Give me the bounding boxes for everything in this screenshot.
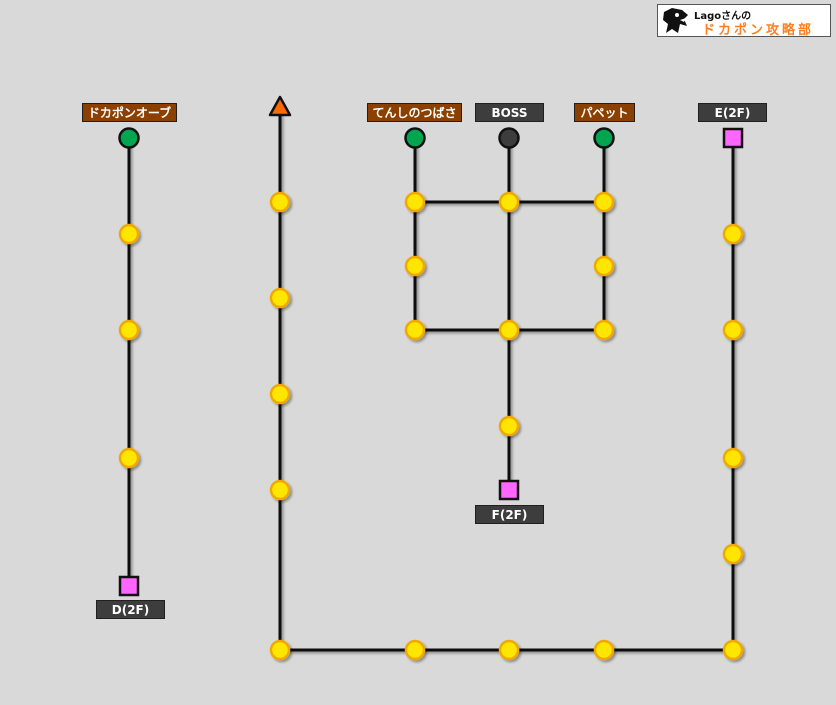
normal-space[interactable] — [593, 191, 615, 213]
label-warp-e: E(2F) — [698, 103, 767, 122]
normal-space[interactable] — [593, 255, 615, 277]
normal-space[interactable] — [722, 543, 744, 565]
normal-space[interactable] — [118, 319, 140, 341]
item-space-puppet[interactable] — [593, 127, 615, 149]
normal-space[interactable] — [404, 191, 426, 213]
warp-spaces — [118, 127, 744, 597]
label-puppet: パペット — [574, 103, 635, 122]
item-space-tenshi-no-tsubasa[interactable] — [404, 127, 426, 149]
logo-main-text: ドカポン攻略部 — [702, 23, 815, 38]
normal-space[interactable] — [404, 319, 426, 341]
entrance-arrow-icon[interactable] — [268, 95, 292, 117]
warp-space-e[interactable] — [722, 127, 744, 149]
normal-space[interactable] — [722, 319, 744, 341]
item-spaces — [118, 127, 615, 149]
label-dokapon-orb: ドカポンオーブ — [82, 103, 177, 122]
normal-space[interactable] — [269, 639, 291, 661]
item-space-dokapon-orb[interactable] — [118, 127, 140, 149]
label-tenshi-no-tsubasa: てんしのつばさ — [367, 103, 462, 122]
label-boss: BOSS — [475, 103, 544, 122]
normal-space[interactable] — [722, 447, 744, 469]
normal-space[interactable] — [498, 319, 520, 341]
logo-top-text: Lagoさんの — [694, 11, 752, 22]
normal-space[interactable] — [404, 639, 426, 661]
normal-space[interactable] — [498, 191, 520, 213]
normal-space[interactable] — [593, 639, 615, 661]
mascot-icon — [663, 8, 688, 33]
normal-space[interactable] — [269, 287, 291, 309]
label-warp-d: D(2F) — [96, 600, 165, 619]
path-lines — [127, 106, 735, 652]
normal-space[interactable] — [498, 415, 520, 437]
normal-space[interactable] — [593, 319, 615, 341]
normal-spaces — [118, 191, 744, 661]
normal-space[interactable] — [498, 639, 520, 661]
normal-space[interactable] — [722, 639, 744, 661]
normal-space[interactable] — [722, 223, 744, 245]
warp-space-d[interactable] — [118, 575, 140, 597]
normal-space[interactable] — [118, 223, 140, 245]
label-warp-f: F(2F) — [475, 505, 544, 524]
normal-space[interactable] — [118, 447, 140, 469]
normal-space[interactable] — [269, 383, 291, 405]
normal-space[interactable] — [404, 255, 426, 277]
warp-space-f[interactable] — [498, 479, 520, 501]
normal-space[interactable] — [269, 479, 291, 501]
site-logo[interactable]: Lagoさんの ドカポン攻略部 — [657, 4, 831, 38]
normal-space[interactable] — [269, 191, 291, 213]
boss-space[interactable] — [498, 127, 520, 149]
